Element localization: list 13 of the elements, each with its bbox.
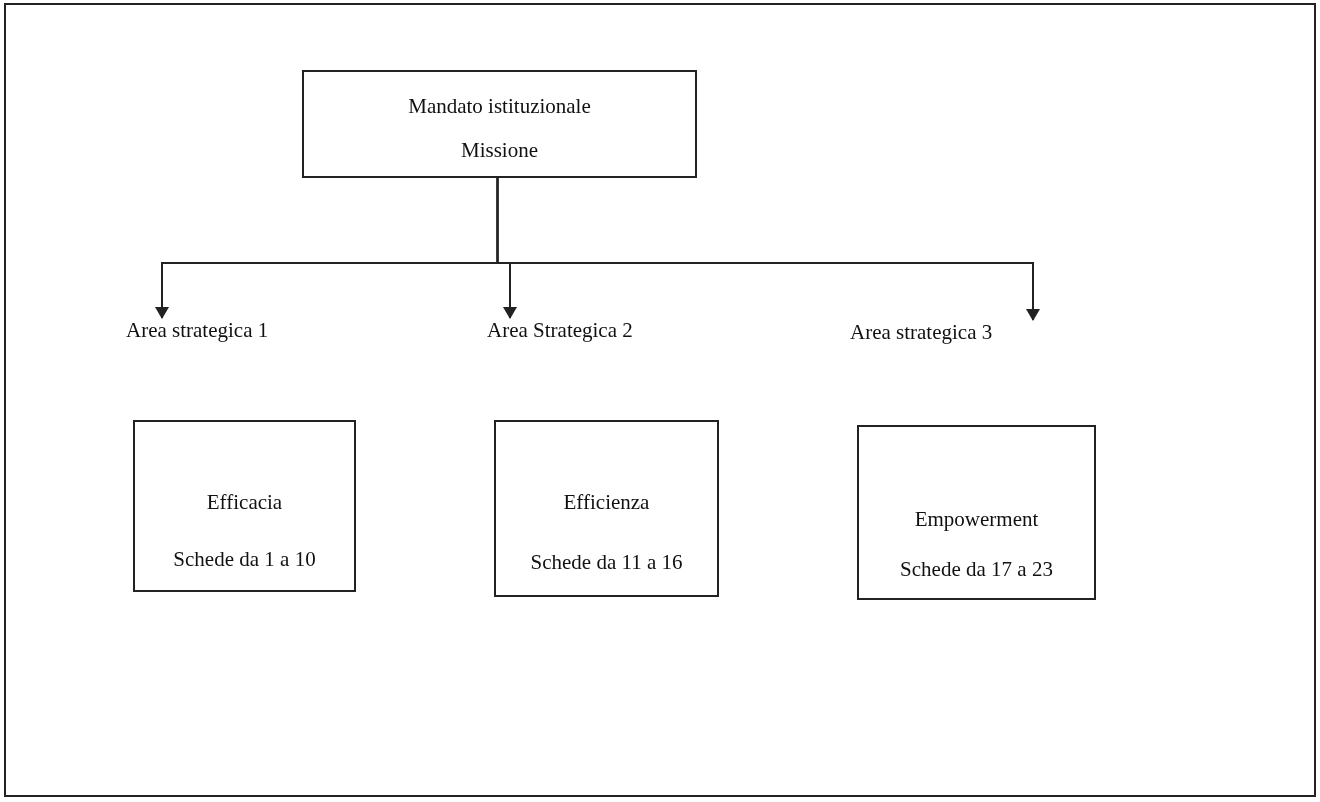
box-text: Empowerment <box>913 507 1040 532</box>
box-text: Mandato istituzionale <box>407 94 592 119</box>
box-text: Schede da 1 a 10 <box>172 547 317 572</box>
box-text: Efficienza <box>562 490 651 515</box>
box-text: Schede da 17 a 23 <box>899 557 1054 582</box>
box-text: Schede da 11 a 16 <box>529 550 684 575</box>
box-text: Missione <box>460 138 539 163</box>
area-heading: Area Strategica 2 <box>487 318 633 343</box>
arrow <box>496 177 1040 321</box>
area-heading: Area strategica 1 <box>126 318 269 343</box>
area-heading: Area strategica 3 <box>850 320 993 345</box>
box-text: Efficacia <box>205 490 284 515</box>
mission-box <box>302 70 697 178</box>
